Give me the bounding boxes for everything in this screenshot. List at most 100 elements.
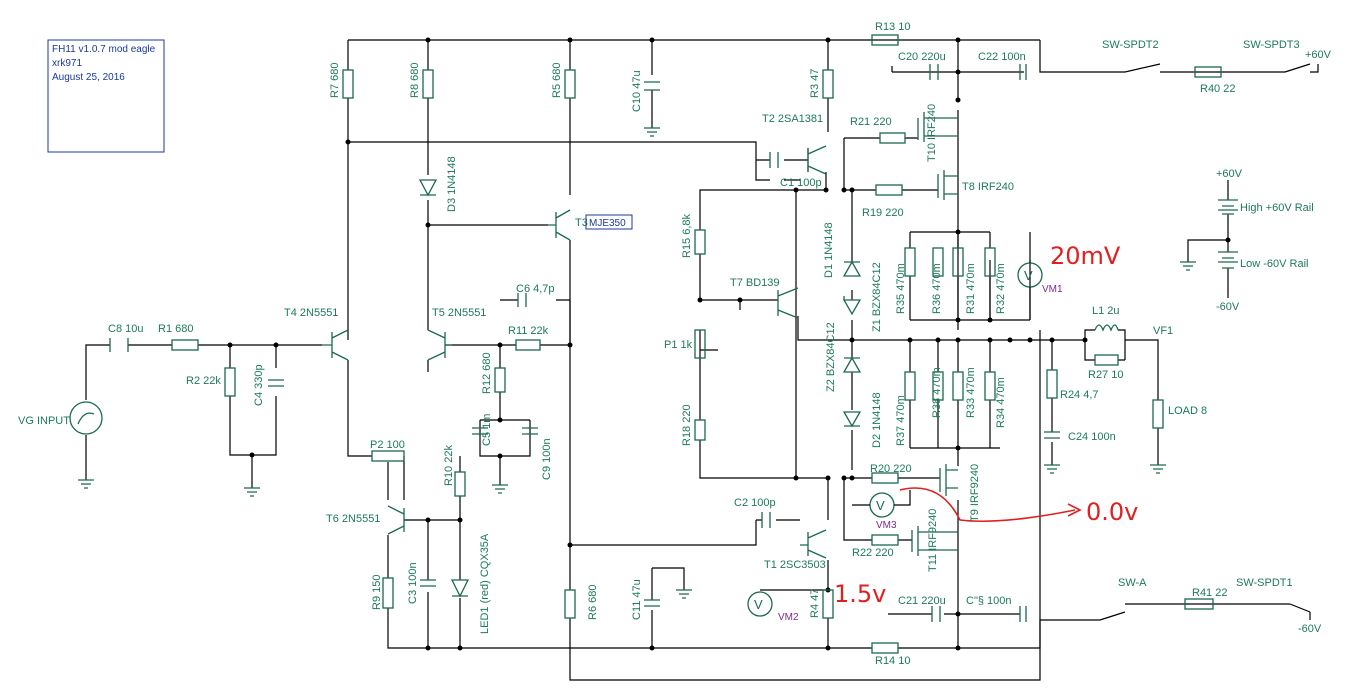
diode-d2	[842, 411, 862, 428]
label-r24: R24 4,7	[1060, 389, 1099, 401]
label-l1: L1 2u	[1092, 305, 1120, 317]
ground-symbol	[1044, 464, 1060, 474]
diode-d1	[842, 260, 862, 277]
resistor-r19	[875, 184, 903, 196]
label-t9: T9 IRF9240	[969, 464, 981, 522]
label-c20: C20 220u	[898, 51, 946, 63]
resistor-r36	[932, 247, 944, 277]
resistor-r5	[564, 69, 576, 99]
capacitor-c21	[931, 606, 941, 622]
ground-symbol	[676, 589, 692, 599]
label-r12: R12 680	[481, 352, 493, 394]
label-high-rail: High +60V Rail	[1240, 202, 1314, 214]
component-labels: R13 10 R14 10 R7 680 R8 680 R5 680 C10 4…	[18, 21, 1332, 667]
label-r19: R19 220	[862, 207, 904, 219]
signal-generator-wave	[77, 412, 95, 425]
transistor-t4	[322, 329, 349, 361]
label-r31: R31 470m	[965, 263, 977, 314]
resistor-r33	[952, 371, 964, 401]
label-mje350: MJE350	[589, 218, 626, 229]
signal-generator	[69, 401, 103, 435]
label-r6: R6 680	[587, 585, 599, 620]
annotation-0v: 0.0v	[1086, 498, 1138, 526]
label-r5: R5 680	[551, 63, 563, 98]
resistor-r20	[871, 472, 899, 484]
capacitor-c8	[109, 338, 129, 352]
transistor-t3	[548, 209, 571, 241]
resistor-r21	[879, 132, 906, 144]
zener-z1	[842, 296, 862, 316]
label-r7: R7 680	[329, 63, 341, 98]
potentiometer-p1	[694, 329, 706, 359]
label-r9: R9 150	[371, 575, 383, 610]
label-t6: T6 2N5551	[326, 513, 380, 525]
resistor-r15	[694, 229, 706, 255]
led1	[450, 579, 470, 598]
components: V V V	[69, 34, 1238, 654]
ground-symbol	[1180, 261, 1196, 271]
ground-symbol	[644, 127, 660, 137]
transistor-t2	[807, 145, 827, 175]
ground-symbol	[1150, 464, 1166, 474]
label-p1: P1 1k	[664, 339, 693, 351]
label-r35: R35 470m	[895, 263, 907, 314]
label-c3: C3 100n	[407, 562, 419, 604]
label-r11: R11 22k	[508, 325, 549, 337]
label-c9: C9 100n	[541, 438, 553, 480]
label-c2: C2 100p	[734, 497, 776, 509]
voltmeter-vm2	[747, 591, 773, 617]
title-block: FH11 v1.0.7 mod eagle xrk971 August 25, …	[47, 39, 165, 153]
capacitor-c9	[522, 427, 538, 435]
resistor-r14	[871, 642, 899, 654]
label-c21: C21 220u	[898, 595, 946, 607]
annotation-1-5v: 1.5v	[834, 580, 886, 608]
annotation-arrow	[899, 487, 1076, 523]
capacitor-c3	[420, 579, 436, 587]
transistor-t7	[777, 287, 799, 319]
transistor-t6	[387, 505, 405, 535]
label-sw-spdt1: SW-SPDT1	[1236, 577, 1293, 589]
resistor-r11	[515, 339, 541, 351]
label-c10: C10 47u	[631, 70, 643, 112]
resistor-r34	[984, 371, 996, 401]
label-sw-spdt3: SW-SPDT3	[1243, 39, 1300, 51]
diode-d3	[418, 179, 438, 197]
label-z2: Z2 BZX84C12	[825, 322, 837, 392]
junction-dots	[227, 37, 1231, 651]
potentiometer-p2	[371, 450, 405, 462]
label-c8: C8 10u	[108, 323, 143, 335]
label-vm3: VM3	[876, 520, 897, 531]
capacitor-c4	[268, 379, 284, 387]
label-p2: P2 100	[370, 439, 405, 451]
title-line-3: August 25, 2016	[52, 72, 125, 83]
label-r13: R13 10	[875, 21, 910, 33]
capacitor-c5	[472, 427, 488, 435]
label-r20: R20 220	[870, 463, 912, 475]
label-c22: C22 100n	[978, 51, 1026, 63]
voltmeter-vm1-symbol: V	[1024, 268, 1033, 283]
label-vf1: VF1	[1153, 325, 1173, 337]
label-r27: R27 10	[1088, 369, 1123, 381]
resistor-r4	[822, 589, 834, 619]
transistor-t5	[427, 329, 452, 361]
resistor-r32	[984, 247, 996, 277]
label-r21: R21 220	[850, 116, 892, 128]
resistor-r18	[694, 419, 706, 441]
label-c19: C"§ 100n	[966, 595, 1012, 607]
label-vg-input: VG INPUT	[18, 415, 70, 427]
label-r37: R37 470m	[895, 395, 907, 446]
capacitor-c11	[644, 599, 660, 607]
resistor-r9	[382, 577, 394, 609]
label-r8: R8 680	[409, 63, 421, 98]
resistor-r2	[224, 367, 236, 397]
mosfet-t10	[917, 112, 958, 142]
annotation-20mv: 20mV	[1050, 242, 1121, 270]
voltmeter-vm2-symbol: V	[754, 597, 763, 612]
capacitor-c22	[1019, 64, 1027, 80]
label-r38: R38 470m	[931, 367, 943, 418]
label-t10: T10 IRF240	[926, 104, 938, 162]
battery-low-rail	[1218, 251, 1238, 269]
label-low-rail: Low -60V Rail	[1240, 258, 1308, 270]
resistor-r31	[952, 247, 964, 277]
